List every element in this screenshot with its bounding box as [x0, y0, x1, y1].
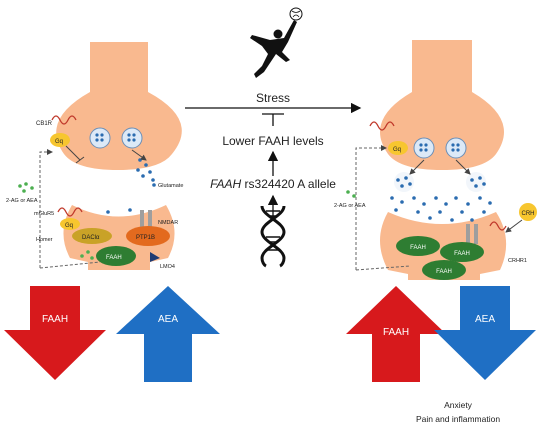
left-gq-presynaptic	[50, 133, 70, 147]
left-faah-arrow-label: FAAH	[42, 314, 68, 325]
left-vesicle-2	[121, 127, 143, 149]
right-vesicle-2	[445, 137, 467, 159]
left-vesicle-1	[89, 127, 111, 149]
right-retrograde-path	[355, 145, 387, 270]
right-crh-arrow	[505, 219, 523, 233]
left-post-ligand-dots	[80, 250, 94, 260]
right-faah-3	[422, 260, 466, 280]
right-gq-label: Gq	[393, 147, 401, 153]
left-gq-inhibit-line	[65, 145, 81, 161]
right-release-arrow-1	[409, 159, 425, 175]
right-faah-2	[440, 242, 484, 262]
left-mglur5-receptor	[57, 207, 83, 217]
left-nmdar-bar-1	[140, 210, 144, 230]
left-nmdar-bar-2	[148, 210, 152, 230]
right-faah-1-label: FAAH	[410, 245, 426, 251]
allele-label: FAAH rs324420 A allele	[210, 177, 336, 191]
allele-rest: rs324420 A allele	[241, 177, 336, 191]
left-lmo4-label: LMO4	[160, 264, 175, 270]
right-glutamate-dots	[390, 176, 492, 222]
right-crh-label: CRH	[522, 211, 535, 217]
left-gq-postsynaptic	[60, 218, 80, 230]
right-crhr1-receptor	[489, 221, 507, 231]
left-nmdar-label: NMDAR	[158, 220, 178, 226]
left-glutamate-key-dot	[152, 183, 156, 187]
right-ligand-dots	[346, 190, 356, 198]
left-lmo4-marker	[150, 252, 160, 262]
stress-label: Stress	[256, 91, 290, 105]
left-faah-enzyme	[96, 246, 136, 266]
left-ligand-dots	[18, 182, 34, 193]
left-postsynaptic-neuron	[63, 205, 175, 270]
left-release-arrow	[131, 149, 147, 161]
right-aea-down-arrow	[434, 286, 536, 380]
left-retrograde-base	[39, 261, 101, 269]
right-ligand-label: 2-AG or AEA	[334, 203, 366, 209]
right-presynaptic-neuron	[380, 40, 504, 170]
right-faah-up-arrow	[346, 286, 446, 382]
left-aea-arrow-label: AEA	[158, 314, 178, 325]
dna-helix-icon	[260, 205, 286, 268]
right-nmdar-bar-1	[466, 224, 470, 244]
right-retrograde-base	[355, 265, 411, 271]
left-daclc	[72, 228, 112, 244]
left-aea-up-arrow	[116, 286, 220, 382]
right-crhr1-label: CRHR1	[508, 258, 527, 264]
right-release-cloud-1	[394, 172, 486, 192]
left-faah-enzyme-label: FAAH	[106, 255, 122, 261]
left-homer-label: Homer	[36, 237, 53, 243]
left-daclc-label: DAClα	[82, 235, 100, 241]
outcome-pain: Pain and inflammation	[416, 414, 500, 424]
left-mglur5-label: mGluR5	[34, 211, 54, 217]
left-gq-label: Gq	[55, 139, 63, 145]
left-gq-inhibit-bar	[75, 156, 85, 164]
right-release-arrow-2	[455, 159, 471, 175]
right-vesicle-1	[413, 137, 435, 159]
left-presynaptic-neuron	[56, 42, 182, 170]
left-faah-down-arrow	[4, 286, 106, 380]
left-ligand-label: 2-AG or AEA	[6, 198, 38, 204]
right-faah-3-label: FAAH	[436, 269, 452, 275]
right-faah-arrow-label: FAAH	[383, 327, 409, 338]
left-retrograde-path	[39, 149, 53, 268]
left-ptp1b	[126, 226, 170, 246]
left-gq2-label: Gq	[65, 223, 73, 229]
right-aea-arrow-label: AEA	[475, 314, 495, 325]
left-ptp1b-label: PTP1B	[136, 235, 155, 241]
right-cb1r-receptor	[369, 121, 395, 131]
right-nmdar-bar-2	[474, 224, 478, 244]
lower-faah-label: Lower FAAH levels	[222, 134, 323, 148]
right-crh	[519, 203, 537, 221]
right-faah-1	[396, 236, 440, 256]
left-glutamate-label: Glutamate	[158, 183, 183, 189]
outcome-anxiety: Anxiety	[444, 400, 473, 410]
left-cb1r-receptor	[51, 115, 77, 125]
allele-gene: FAAH	[210, 177, 241, 191]
left-glutamate-dots	[106, 158, 155, 214]
right-gq	[388, 141, 408, 155]
right-faah-2-label: FAAH	[454, 251, 470, 257]
left-cb1r-label: CB1R	[36, 121, 53, 127]
volleyball-athlete-icon	[250, 7, 303, 78]
